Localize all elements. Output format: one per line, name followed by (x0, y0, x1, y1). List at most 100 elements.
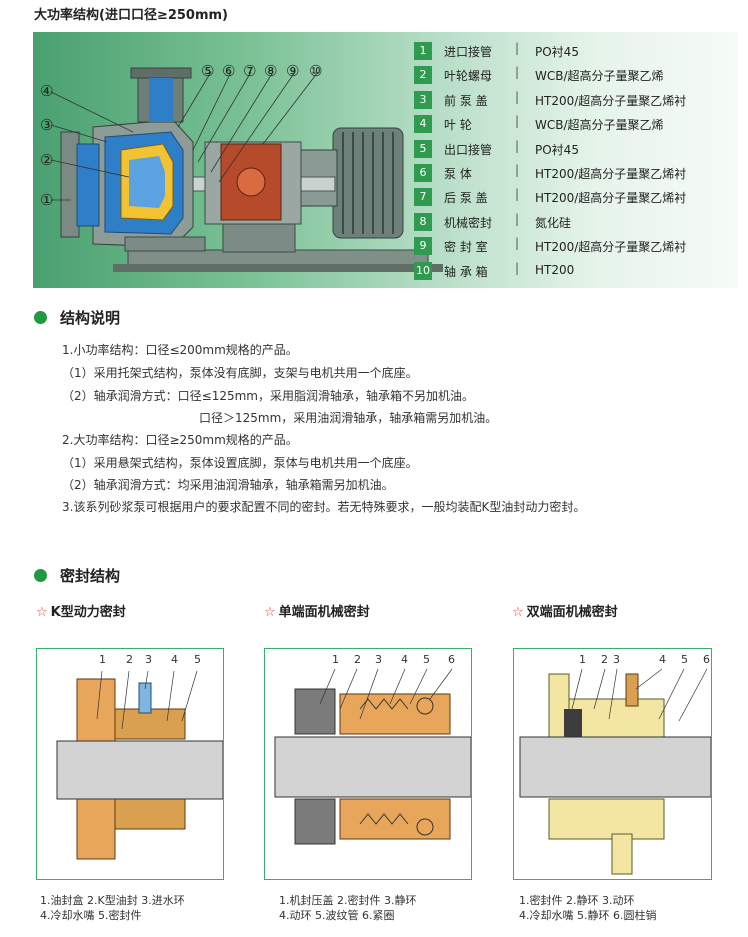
star-icon: ☆ (264, 605, 276, 620)
part-number-badge: 4 (414, 115, 432, 134)
k-seal-caption-1: 1.油封盒 2.K型油封 3.进水环 (40, 894, 185, 907)
part-name: 密 封 室 (444, 240, 488, 255)
part-material: HT200/超高分子量聚乙烯衬 (535, 240, 687, 255)
part-name: 出口接管 (444, 142, 493, 157)
pump-cross-section-drawing (50, 67, 443, 272)
part-number-badge: 10 (414, 261, 432, 280)
parts-legend-row: 5 出口接管 | PO衬45 (412, 138, 732, 162)
part-name: 机械密封 (444, 215, 493, 230)
parts-legend-row: 7 后 泵 盖 | HT200/超高分子量聚乙烯衬 (412, 186, 732, 210)
single-seal-drawing (274, 668, 472, 845)
bullet-dot-icon (34, 569, 47, 582)
double-seal-title: ☆双端面机械密封 (512, 601, 618, 620)
star-icon: ☆ (512, 605, 524, 620)
callout-9: ⑨ (286, 62, 300, 80)
part-number-badge: 6 (414, 163, 432, 182)
k-seal-caption-2: 4.冷却水嘴 5.密封件 (40, 909, 142, 922)
double-seal-label-6: 6 (703, 653, 710, 666)
double-seal-label-5: 5 (681, 653, 688, 666)
parts-legend-row: 6 泵 体 | HT200/超高分子量聚乙烯衬 (412, 162, 732, 186)
single-seal-title-text: 单端面机械密封 (278, 605, 370, 620)
callout-5: ⑤ (201, 62, 215, 80)
part-separator: | (515, 162, 520, 177)
parts-legend: 1 进口接管 | PO衬45 2 叶轮螺母 | WCB/超高分子量聚乙烯 3 前… (412, 40, 732, 284)
parts-legend-row: 4 叶 轮 | WCB/超高分子量聚乙烯 (412, 113, 732, 137)
part-material: HT200/超高分子量聚乙烯衬 (535, 93, 687, 108)
part-name: 前 泵 盖 (444, 93, 488, 108)
part-name: 进口接管 (444, 45, 493, 59)
callout-6: ⑥ (222, 62, 236, 80)
k-seal-label-3: 3 (145, 653, 152, 666)
part-material: PO衬45 (535, 45, 579, 59)
single-seal-caption-1: 1.机封压盖 2.密封件 3.静环 (279, 894, 417, 907)
structure-line: （2）轴承润滑方式：口径≤125mm，采用脂润滑轴承，轴承箱不另加机油。 (62, 389, 474, 403)
double-seal-drawing (519, 668, 712, 875)
k-seal-label-1: 1 (99, 653, 106, 666)
single-seal-title: ☆单端面机械密封 (264, 601, 370, 620)
callout-4: ④ (40, 82, 54, 100)
callout-10: ⑩ (309, 62, 323, 80)
parts-legend-row: 3 前 泵 盖 | HT200/超高分子量聚乙烯衬 (412, 89, 732, 113)
single-seal-label-3: 3 (375, 653, 382, 666)
part-material: PO衬45 (535, 142, 579, 157)
part-material: HT200/超高分子量聚乙烯衬 (535, 166, 687, 181)
part-name: 泵 体 (444, 166, 472, 181)
part-material: HT200 (535, 262, 575, 277)
callout-1: ① (40, 191, 54, 209)
part-material: HT200/超高分子量聚乙烯衬 (535, 191, 687, 206)
part-separator: | (515, 41, 520, 55)
callout-8: ⑧ (264, 62, 278, 80)
structure-heading-text: 结构说明 (60, 309, 121, 327)
part-separator: | (515, 114, 520, 129)
double-seal-caption-2: 4.冷却水嘴 5.静环 6.圆柱销 (519, 909, 657, 922)
single-seal-caption-2: 4.动环 5.波纹管 6.紧圈 (279, 909, 395, 922)
part-material: WCB/超高分子量聚乙烯 (535, 69, 664, 84)
part-number-badge: 9 (414, 237, 432, 256)
part-number-badge: 2 (414, 66, 432, 85)
k-type-seal-drawing (56, 670, 224, 860)
bullet-dot-icon (34, 311, 47, 324)
part-name: 后 泵 盖 (444, 191, 488, 206)
k-seal-label-2: 2 (126, 653, 133, 666)
part-separator: | (515, 211, 520, 226)
structure-line: 3.该系列砂浆泵可根据用户的要求配置不同的密封。若无特殊要求，一般均装配K型油封… (62, 500, 586, 514)
part-separator: | (515, 65, 520, 80)
single-seal-label-6: 6 (448, 653, 455, 666)
part-name: 轴 承 箱 (444, 264, 488, 279)
k-type-seal-title-text: K型动力密封 (50, 605, 126, 620)
parts-legend-row: 2 叶轮螺母 | WCB/超高分子量聚乙烯 (412, 64, 732, 88)
part-material: 氮化硅 (535, 215, 572, 230)
double-seal-label-4: 4 (659, 653, 666, 666)
parts-legend-row: 1 进口接管 | PO衬45 (412, 40, 732, 64)
k-seal-label-5: 5 (194, 653, 201, 666)
k-type-seal-title: ☆K型动力密封 (36, 601, 126, 620)
callout-2: ② (40, 151, 54, 169)
star-icon: ☆ (36, 605, 48, 620)
double-seal-title-text: 双端面机械密封 (526, 605, 618, 620)
k-seal-label-4: 4 (171, 653, 178, 666)
part-number-badge: 1 (414, 42, 432, 60)
parts-legend-row: 10 轴 承 箱 | HT200 (412, 260, 732, 284)
part-material: WCB/超高分子量聚乙烯 (535, 118, 664, 133)
part-name: 叶轮螺母 (444, 69, 493, 84)
double-seal-label-3: 3 (613, 653, 620, 666)
part-number-badge: 8 (414, 212, 432, 231)
double-seal-label-2: 2 (601, 653, 608, 666)
structure-line: 口径＞125mm，采用油润滑轴承，轴承箱需另加机油。 (199, 411, 498, 425)
single-seal-label-1: 1 (332, 653, 339, 666)
pump-diagram-panel: ④ ③ ② ① ⑤ ⑥ ⑦ ⑧ ⑨ ⑩ (33, 32, 738, 288)
callout-3: ③ (40, 116, 54, 134)
part-separator: | (515, 89, 520, 104)
structure-heading: 结构说明 (34, 307, 120, 328)
double-seal-label-1: 1 (579, 653, 586, 666)
part-number-badge: 7 (414, 188, 432, 207)
single-seal-label-5: 5 (423, 653, 430, 666)
part-number-badge: 3 (414, 90, 432, 109)
part-separator: | (515, 187, 520, 202)
structure-line: （2）轴承润滑方式：均采用油润滑轴承，轴承箱需另加机油。 (62, 478, 394, 492)
structure-line: （1）采用悬架式结构，泵体设置底脚，泵体与电机共用一个底座。 (62, 456, 418, 470)
structure-line: 2.大功率结构：口径≥250mm规格的产品。 (62, 433, 298, 447)
part-number-badge: 5 (414, 139, 432, 158)
parts-legend-row: 8 机械密封 | 氮化硅 (412, 211, 732, 235)
single-seal-diagram: 1 2 3 4 5 6 (264, 648, 472, 880)
